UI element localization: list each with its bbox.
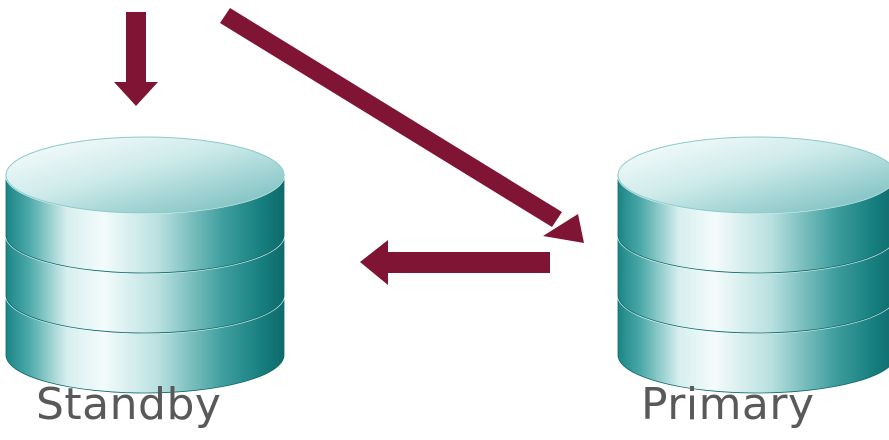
arrow-shaft — [220, 8, 562, 227]
arrow-head — [114, 82, 158, 106]
arrow-head — [543, 214, 584, 243]
disk-top — [5, 136, 285, 214]
arrow-shaft — [386, 252, 550, 273]
standby-label: Standby — [36, 379, 222, 430]
arrow-into-standby — [114, 12, 158, 106]
primary-database-icon — [616, 136, 889, 396]
standby-database-icon — [4, 136, 286, 396]
arrow-head — [360, 240, 388, 285]
primary-label: Primary — [641, 379, 815, 430]
arrow-primary-to-standby — [360, 240, 550, 285]
disk-top — [617, 136, 889, 214]
arrow-client-to-primary — [220, 8, 584, 243]
arrow-shaft — [126, 12, 146, 84]
